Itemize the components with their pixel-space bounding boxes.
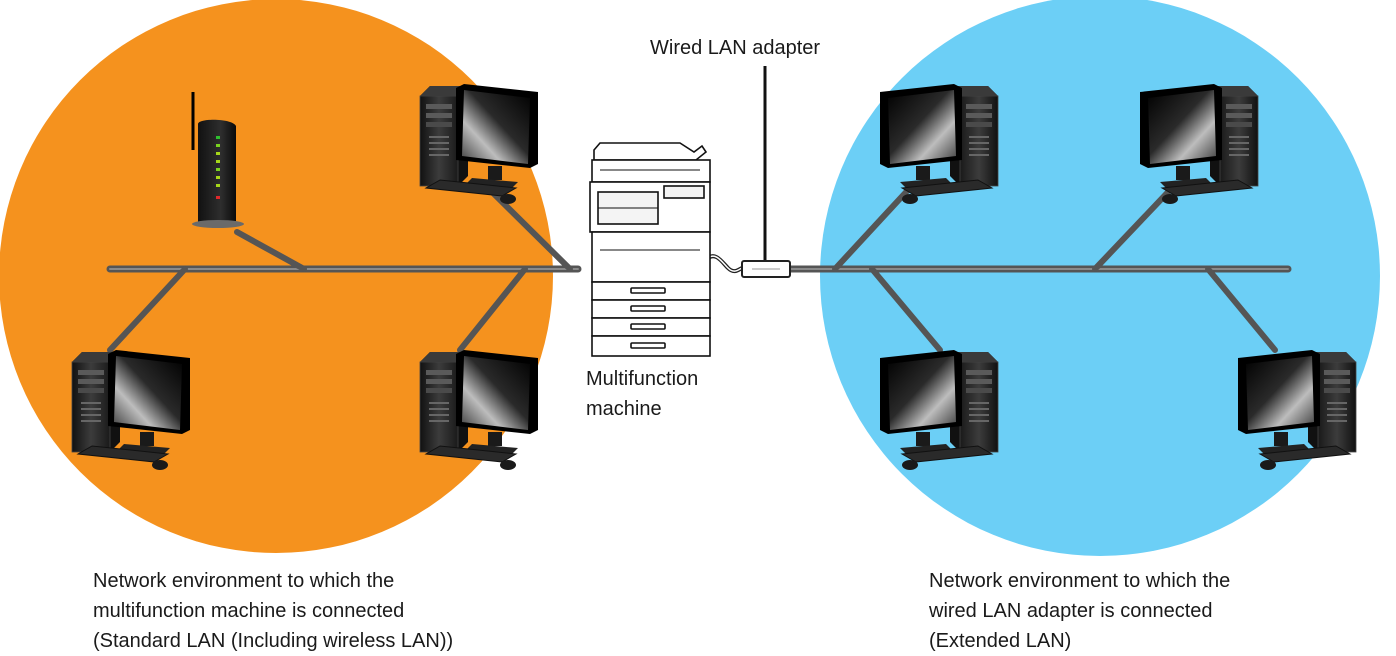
standard-lan-caption-line2: multifunction machine is connected: [93, 600, 405, 622]
extended-lan-cable: [786, 187, 1292, 353]
extended-lan-caption-line1: Network environment to which the: [929, 570, 1231, 592]
standard-lan-caption-line3: (Standard LAN (Including wireless LAN)): [93, 630, 454, 652]
extended-lan-caption-line2: wired LAN adapter is connected: [929, 600, 1213, 622]
standard-lan-caption-line1: Network environment to which the: [93, 570, 395, 592]
multifunction-machine-line1: Multifunction: [586, 368, 699, 390]
lan-adapter-icon: [706, 66, 791, 278]
extended-lan-caption-line3: (Extended LAN): [929, 630, 1072, 652]
standard-lan-cable: [106, 187, 582, 353]
multifunction-machine-label: Multifunction machine: [586, 364, 698, 424]
wired-lan-adapter-label: Wired LAN adapter: [650, 33, 820, 63]
wireless-router-icon: [191, 92, 244, 228]
multifunction-machine-line2: machine: [586, 398, 662, 420]
standard-lan-zone: [0, 0, 553, 553]
extended-lan-zone: [820, 0, 1380, 556]
wired-lan-adapter-text: Wired LAN adapter: [650, 37, 821, 59]
extended-lan-caption: Network environment to which the wired L…: [929, 566, 1230, 656]
multifunction-printer-icon: [589, 142, 711, 357]
standard-lan-caption: Network environment to which the multifu…: [93, 566, 453, 656]
desktop-computer-icon: [419, 349, 539, 471]
